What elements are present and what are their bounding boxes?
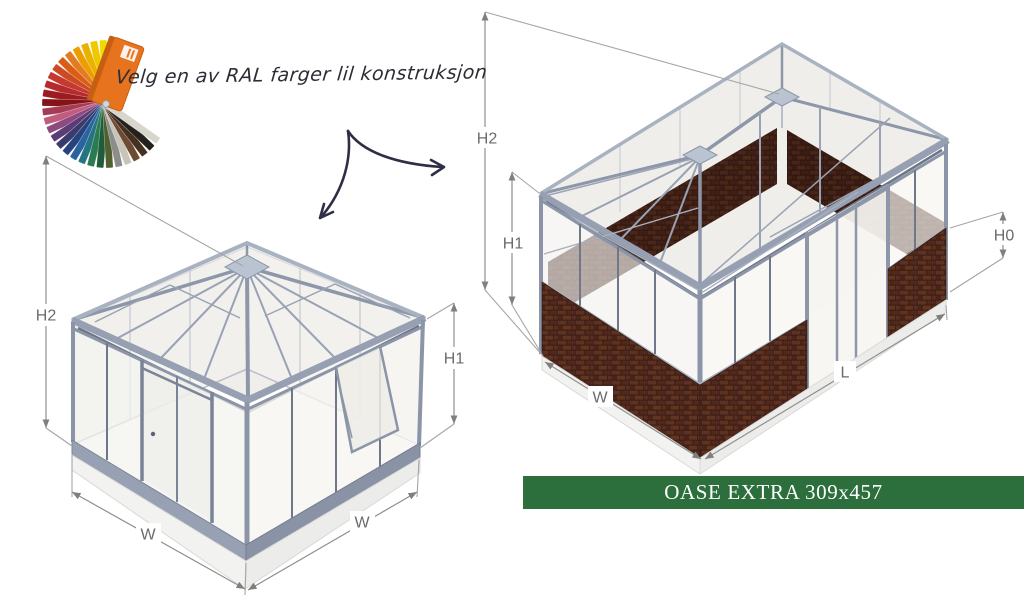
- dimension-labels: H2 H1 W W H2 H1 H0 W L: [31, 127, 1020, 544]
- dimension-label-w-left: W: [140, 527, 156, 544]
- dimension-label-w-right: W: [354, 515, 370, 532]
- dimension-label-h1: H1: [503, 236, 524, 253]
- left-pavilion-drawing: [70, 240, 427, 590]
- right-orangerie-drawing: [538, 41, 950, 475]
- dimension-label-h1-left: H1: [444, 351, 465, 368]
- ral-color-fan[interactable]: [41, 35, 161, 169]
- roof-finial: [223, 254, 271, 280]
- annotation-arrow: [318, 129, 446, 220]
- dimension-label-h0: H0: [994, 228, 1015, 245]
- dimension-label-w: W: [592, 390, 608, 407]
- roof-finial: [681, 145, 719, 165]
- dimension-label-h2: H2: [477, 131, 498, 148]
- ral-fan-cover: [87, 35, 145, 112]
- door-handle: [150, 431, 156, 437]
- ral-fan-blades: [41, 39, 161, 169]
- product-banner: OASE EXTRA 309x457: [523, 476, 1024, 509]
- dimension-label-h2-left: H2: [36, 308, 57, 325]
- dimension-label-l: L: [841, 365, 850, 382]
- open-window: [334, 344, 400, 454]
- ral-fan-rivet: [102, 100, 110, 108]
